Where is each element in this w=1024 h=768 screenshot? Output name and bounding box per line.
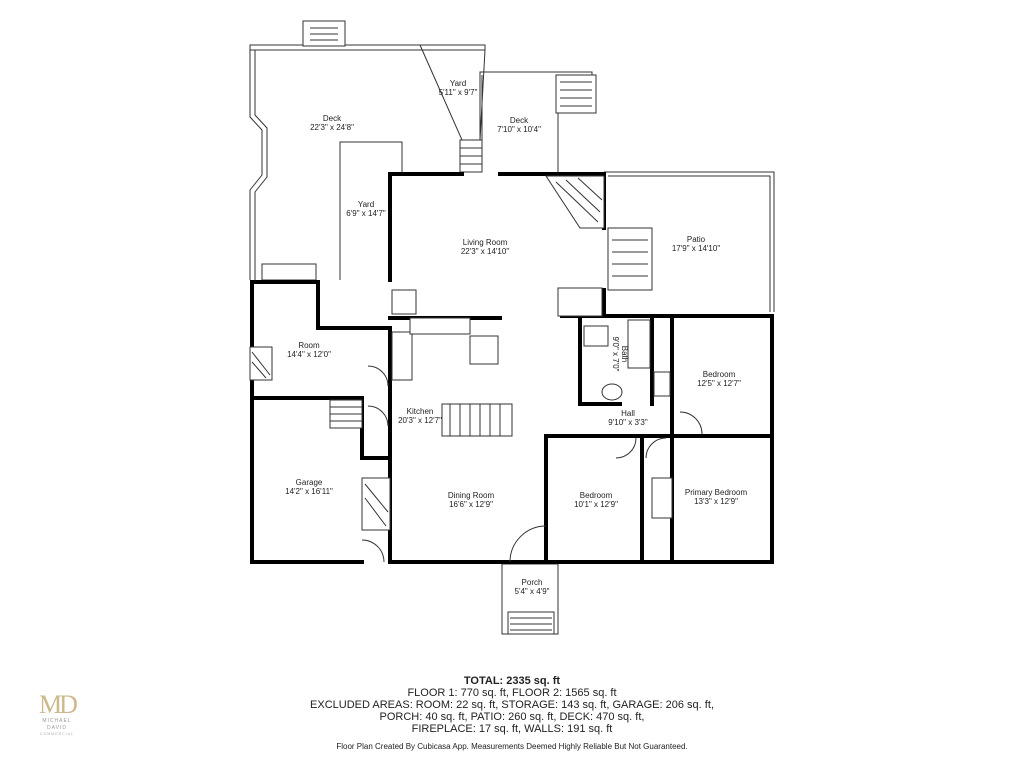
room-name-patio: Patio <box>687 235 706 244</box>
room-name-yard-top: Yard <box>450 79 466 88</box>
doors <box>361 365 703 563</box>
svg-text:Bath9'0" x 7'0": Bath9'0" x 7'0" <box>611 337 629 372</box>
room-dims-hall: 9'10" x 3'3" <box>608 418 648 427</box>
room-dims-living-room: 22'3" x 14'10" <box>461 247 509 256</box>
room-dims-dining-room: 16'6" x 12'9" <box>449 500 493 509</box>
disclaimer: Floor Plan Created By Cubicasa App. Meas… <box>336 742 688 751</box>
room-dims-deck-small: 7'10" x 10'4" <box>497 125 541 134</box>
room-dims-bath: 9'0" x 7'0" <box>611 337 620 372</box>
room-name-living-room: Living Room <box>463 238 508 247</box>
total-area: TOTAL: 2335 sq. ft <box>463 675 561 687</box>
room-dims-bedroom-east: 12'5" x 12'7" <box>697 379 741 388</box>
room-dims-yard-side: 6'9" x 14'7" <box>346 209 386 218</box>
room-name-hall: Hall <box>621 409 635 418</box>
room-dims-kitchen: 20'3" x 12'7" <box>398 416 442 425</box>
room-name-bedroom-east: Bedroom <box>703 370 736 379</box>
room-dims-yard-top: 5'11" x 9'7" <box>439 88 478 97</box>
room-name-bath: Bath <box>620 346 629 362</box>
room-name-primary-bedroom: Primary Bedroom <box>685 488 748 497</box>
company-logo: MD MICHAEL DAVID COMMERCIAL <box>32 690 82 737</box>
room-dims-porch: 5'4" x 4'9" <box>515 587 550 596</box>
room-name-deck-small: Deck <box>510 116 529 125</box>
room-dims-room: 14'4" x 12'0" <box>287 350 331 359</box>
room-name-dining-room: Dining Room <box>448 491 495 500</box>
room-dims-primary-bedroom: 13'3" x 12'9" <box>694 497 738 506</box>
room-dims-garage: 14'2" x 16'11" <box>285 487 333 496</box>
area-summary: TOTAL: 2335 sq. ft FLOOR 1: 770 sq. ft, … <box>0 675 1024 735</box>
room-dims-deck-large: 22'3" x 24'8" <box>310 123 354 132</box>
room-name-porch: Porch <box>522 578 543 587</box>
excluded-areas-line-1: EXCLUDED AREAS: ROOM: 22 sq. ft, STORAGE… <box>310 699 714 711</box>
logo-mark: MD <box>39 690 78 719</box>
room-dims-patio: 17'9" x 14'10" <box>672 244 720 253</box>
room-name-kitchen: Kitchen <box>407 407 434 416</box>
room-name-bedroom-south: Bedroom <box>580 491 613 500</box>
logo-subtitle: COMMERCIAL <box>40 732 74 736</box>
outdoor-outlines <box>249 20 775 635</box>
logo-name: MICHAEL DAVID <box>42 718 72 731</box>
floor-areas: FLOOR 1: 770 sq. ft, FLOOR 2: 1565 sq. f… <box>407 687 617 699</box>
room-name-room: Room <box>298 341 320 350</box>
room-name-deck-large: Deck <box>323 114 342 123</box>
excluded-areas-line-3: FIREPLACE: 17 sq. ft, WALLS: 191 sq. ft <box>411 723 613 735</box>
fixtures <box>249 175 673 531</box>
room-name-yard-side: Yard <box>358 200 374 209</box>
excluded-areas-line-2: PORCH: 40 sq. ft, PATIO: 260 sq. ft, DEC… <box>379 711 645 723</box>
room-dims-bedroom-south: 10'1" x 12'9" <box>574 500 618 509</box>
room-name-garage: Garage <box>296 478 323 487</box>
